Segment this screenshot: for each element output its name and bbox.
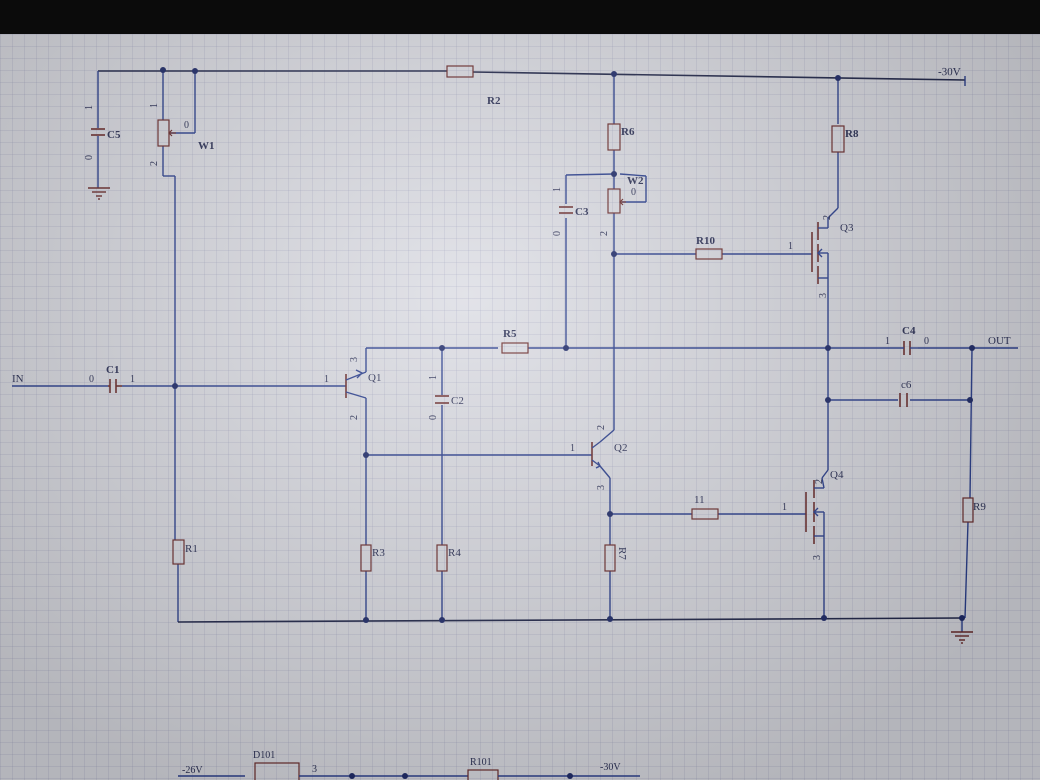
potentiometer-w2 [607,188,621,214]
svg-text:1: 1 [149,103,160,108]
svg-text:1: 1 [788,241,793,252]
net-label-out: OUT [988,335,1011,347]
wires [12,70,1018,632]
svg-text:2: 2 [349,415,360,420]
svg-text:0: 0 [184,120,189,131]
capacitor-c1 [108,379,122,393]
transistors [345,218,829,548]
svg-text:0: 0 [84,155,95,160]
capacitor-c5 [91,128,105,136]
label-r1: R1 [185,543,198,555]
svg-text:2: 2 [599,231,610,236]
label-r7: R7 [616,547,628,560]
label-c3: C3 [575,206,589,218]
label-w2: W2 [627,175,644,187]
svg-text:3: 3 [349,357,360,362]
ground-icon [88,187,110,200]
resistor-r5 [501,342,529,354]
resistor-r3 [360,544,372,572]
bottom-partial-circuit: -26V D101 3 R101 -30V [178,750,640,780]
svg-text:1: 1 [130,374,135,385]
svg-text:1: 1 [885,336,890,347]
svg-text:1: 1 [324,374,329,385]
svg-text:2: 2 [149,161,160,166]
potentiometer-w1 [157,119,170,147]
label-q1: Q1 [368,372,381,384]
label-r3: R3 [372,547,385,559]
label-r4: R4 [448,547,461,559]
transistor-q1 [345,369,367,399]
net-label-supply: -30V [938,66,961,78]
capacitor-c6 [899,393,908,407]
label-c4: C4 [902,325,916,337]
label-w1: W1 [198,140,215,152]
transistor-q3 [811,218,829,288]
svg-text:0: 0 [428,415,439,420]
transistor-q4 [805,477,825,548]
svg-text:1: 1 [782,502,787,513]
capacitor-c4 [880,341,918,355]
transistor-q2 [591,441,601,469]
label-c2: C2 [451,395,464,407]
label-r2: R2 [487,95,501,107]
label-r5: R5 [503,328,517,340]
svg-text:0: 0 [552,231,563,236]
label-c6: c6 [901,379,912,391]
resistor-r101 [467,769,499,780]
label-q3: Q3 [840,222,854,234]
capacitors [91,128,918,407]
svg-text:0: 0 [89,374,94,385]
label-r11: 11 [694,494,705,506]
resistor-r1 [172,539,185,565]
diode-d101 [254,762,300,780]
label-r8: R8 [845,128,859,140]
schematic-sheet [0,34,1040,780]
svg-text:2: 2 [814,479,825,484]
svg-text:1: 1 [428,375,439,380]
net-label-supply-right: -30V [600,762,621,773]
svg-text:3: 3 [596,485,607,490]
label-q4: Q4 [830,469,844,481]
resistors [172,65,974,572]
potentiometers [157,119,626,214]
junction-dots [160,67,975,623]
resistor-r8 [831,125,845,153]
label-q2: Q2 [614,442,627,454]
resistor-r2 [446,65,474,78]
ground-icon [951,631,973,644]
svg-text:2: 2 [596,425,607,430]
net-label-in: IN [12,373,24,385]
svg-text:0: 0 [631,187,636,198]
pin-numbers: 1 0 1 2 0 0 1 1 3 2 1 0 1 0 2 0 1 2 3 1 … [84,103,929,560]
label-c5: C5 [107,129,121,141]
resistor-r11 [691,508,719,520]
svg-text:3: 3 [812,555,823,560]
capacitor-c2 [435,395,449,404]
capacitor-c3 [559,206,573,214]
label-r101: R101 [470,757,492,768]
resistor-r7 [604,544,616,572]
component-labels: -30V IN OUT R2 R6 R8 R10 R5 R1 R3 R4 R7 … [12,66,1011,560]
svg-text:1: 1 [84,105,95,110]
resistor-r6 [607,123,621,151]
resistor-r10 [695,248,723,260]
svg-text:1: 1 [552,187,563,192]
label-r10: R10 [696,235,715,247]
ground-symbols [88,187,973,644]
svg-text:2: 2 [822,215,833,220]
svg-text:0: 0 [924,336,929,347]
label-c1: C1 [106,364,119,376]
label-r9: R9 [973,501,986,513]
pin-number: 3 [312,764,317,775]
label-r6: R6 [621,126,635,138]
net-label-supply-left: -26V [182,765,203,776]
label-d101: D101 [253,750,275,761]
svg-text:1: 1 [570,443,575,454]
svg-text:3: 3 [818,293,829,298]
resistor-r4 [436,544,448,572]
resistor-r9 [962,497,974,523]
